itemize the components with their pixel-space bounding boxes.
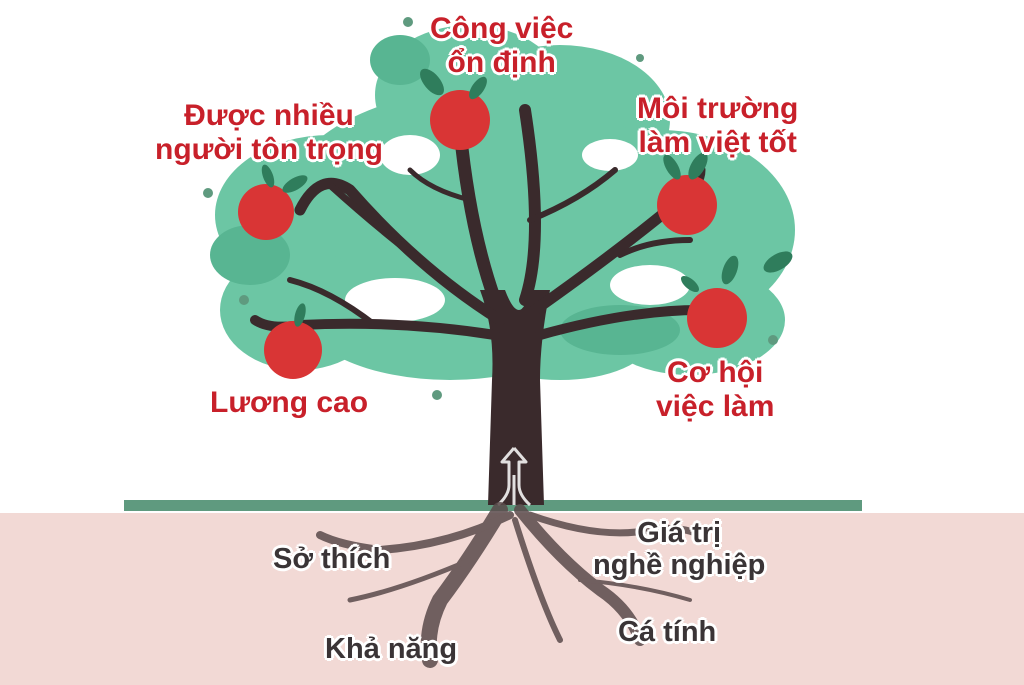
root-label-ca-tinh: Cá tính (618, 616, 716, 648)
fruit-co-hoi-viec-lam (680, 255, 747, 348)
label-line: Cá tính (618, 616, 717, 648)
label-line: Khả năng (325, 633, 458, 665)
fruit-label-moi-truong-lam-viec-tot: Môi trường làm việt tốt (637, 92, 798, 159)
label-line: làm việt tốt (638, 125, 797, 159)
fruit-luong-cao (264, 303, 322, 379)
label-line: Được nhiều (184, 99, 354, 132)
label-line: Giá trị (637, 517, 722, 549)
soil-area (0, 513, 1024, 685)
leaf-decoration (763, 251, 793, 273)
foliage-canopy (203, 17, 795, 400)
fruit-label-duoc-nhieu-nguoi-ton-trong: Được nhiều người tôn trọng (155, 99, 383, 166)
label-line: việc làm (656, 389, 775, 423)
label-line: người tôn trọng (155, 132, 383, 166)
root-label-gia-tri-nghe-nghiep: Giá trị nghề nghiệp (593, 517, 765, 582)
label-line: nghề nghiệp (593, 549, 766, 582)
fruit-cong-viec-on-dinh (420, 68, 490, 150)
fruit-label-co-hoi-viec-lam: Cơ hội việc làm (656, 356, 774, 423)
label-line: Sở thích (273, 543, 391, 575)
trunk-and-branches (250, 104, 706, 505)
ground-line (124, 500, 862, 511)
fruit-moi-truong-lam-viec-tot (657, 152, 717, 235)
label-line: Môi trường (637, 92, 799, 125)
label-line: Lương cao (210, 386, 369, 419)
label-line: Công việc (430, 12, 574, 45)
fruit-duoc-nhieu-nguoi-ton-trong (238, 164, 308, 240)
fruit-label-luong-cao: Lương cao (210, 386, 368, 420)
root-label-kha-nang: Khả năng (325, 633, 457, 665)
fruit-label-cong-viec-on-dinh: Công việc ổn định (430, 12, 573, 79)
roots (316, 502, 704, 668)
label-line: Cơ hội (667, 356, 764, 389)
root-label-so-thich: Sở thích (273, 543, 390, 575)
label-line: ổn định (447, 45, 556, 79)
